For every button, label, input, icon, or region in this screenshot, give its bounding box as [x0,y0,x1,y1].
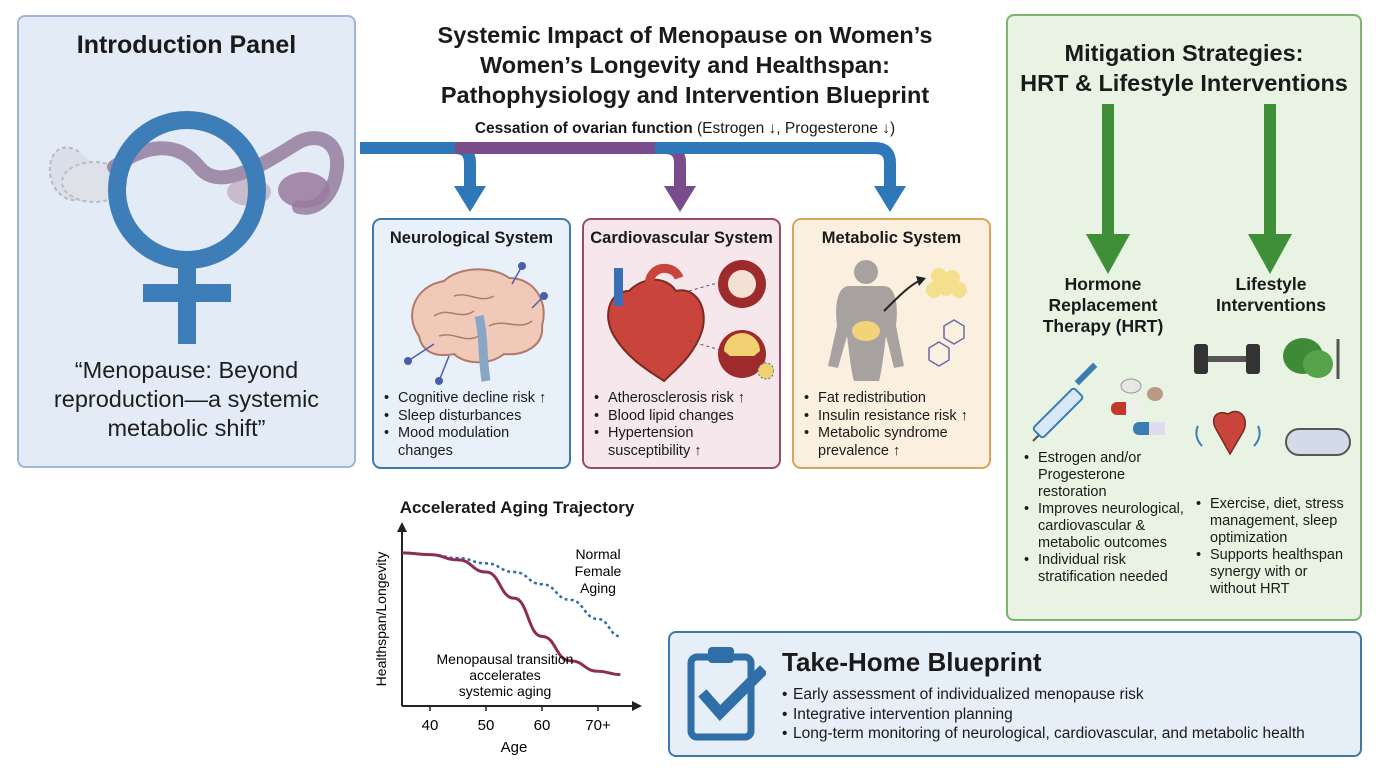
lifestyle-title: Lifestyle Interventions [1196,274,1346,316]
green-arrows [1086,104,1292,274]
list-item: Blood lipid changes [594,408,773,426]
normal-aging-label: Normal [575,546,620,562]
quote-line-2: reproduction—a systemic [53,386,320,412]
y-axis-arrow-icon [397,522,407,532]
list-item: Fat redistribution [804,390,983,408]
neuro-title: Neurological System [389,229,554,247]
blueprint-title: Take-Home Blueprint [782,647,1042,677]
arrow-head-cardio [664,186,696,212]
neuro-effects-list: Cognitive decline risk ↑ Sleep disturban… [384,390,563,460]
lifestyle-title-line-1: Lifestyle [1235,274,1307,294]
x-axis-label: Age [501,739,528,756]
intro-title: Introduction Panel [76,31,297,59]
main-title: Systemic Impact of Menopause on Women’s … [370,20,1000,110]
cessation-hormones: (Estrogen ↓, Progesterone ↓) [692,120,896,137]
list-item: Insulin resistance risk ↑ [804,408,983,426]
metab-title: Metabolic System [821,229,962,247]
arrow-down-icon [1086,234,1130,274]
list-item: Exercise, diet, stress management, sleep… [1196,496,1356,547]
body-fat-icon [828,260,967,381]
list-item: Individual risk stratification needed [1024,552,1184,586]
list-item: Long-term monitoring of neurological, ca… [782,724,1305,744]
introduction-panel: Introduction Panel “Menopause: Beyond re… [17,15,356,468]
mitigation-title-line-2: HRT & Lifestyle Interventions [1020,70,1348,96]
arrow-head-neuro [454,186,486,212]
x-axis-arrow-icon [632,701,642,711]
syringe-pills-icon [1032,362,1165,442]
accelerated-aging-label: accelerates [469,667,541,683]
mitigation-title-line-1: Mitigation Strategies: [1064,40,1304,66]
list-item: Integrative intervention planning [782,705,1305,725]
dumbbell-spinach-icon [1194,338,1351,456]
list-item: Early assessment of individualized menop… [782,685,1305,705]
hrt-title-line-3: Therapy (HRT) [1042,316,1164,336]
y-axis-label: Healthspan/Longevity [373,552,389,687]
mitigation-panel: Mitigation Strategies: HRT & Lifestyle I… [1006,14,1362,621]
arrow-down-icon [1248,234,1292,274]
x-tick-label: 70+ [585,717,611,734]
normal-aging-label: Aging [580,580,616,596]
list-item: Sleep disturbances [384,408,563,426]
x-tick-label: 50 [478,717,495,734]
list-item: Atherosclerosis risk ↑ [594,390,773,408]
metab-effects-list: Fat redistribution Insulin resistance ri… [804,390,983,460]
x-tick-label: 40 [422,717,439,734]
list-item: Mood modulation changes [384,425,563,460]
metabolic-system-card: Metabolic System Fat redistribution Insu… [792,218,991,469]
heart-icon [1212,410,1247,456]
brain-icon [404,262,548,385]
take-home-blueprint-panel: Take-Home Blueprint Early assessment of … [668,631,1362,757]
flow-arrows [360,142,906,212]
hrt-benefits-list: Estrogen and/or Progesterone restoration… [1024,450,1184,586]
aging-trajectory-chart: 40 50 60 70+ Age Healthspan/Longevity NormalFe… [373,522,642,756]
venus-uterus-illustration [48,111,345,344]
hrt-title-line-1: Hormone [1064,274,1142,294]
cessation-label: Cessation of ovarian function (Estrogen … [370,120,1000,138]
title-line-3: Pathophysiology and Intervention Bluepri… [440,82,930,108]
normal-aging-label: Female [575,563,622,579]
clipboard-check-icon [687,647,766,741]
lifestyle-benefits-list: Exercise, diet, stress management, sleep… [1196,496,1356,598]
sleep-mask-icon [1285,428,1351,456]
hrt-title: Hormone Replacement Therapy (HRT) [1028,274,1178,337]
cardiovascular-system-card: Cardiovascular System Atherosclerosis ri… [582,218,781,469]
cessation-bold: Cessation of ovarian function [474,120,693,137]
list-item: Cognitive decline risk ↑ [384,390,563,408]
hrt-title-line-2: Replacement [1048,295,1158,315]
list-item: Supports healthspan synergy with or with… [1196,547,1356,598]
lifestyle-title-line-2: Interventions [1216,295,1326,315]
list-item: Estrogen and/or Progesterone restoration [1024,450,1184,501]
mitigation-title: Mitigation Strategies: HRT & Lifestyle I… [1008,38,1360,98]
list-item: Hypertension susceptibility ↑ [594,425,773,460]
quote-line-1: “Menopause: Beyond [74,357,299,383]
neurological-system-card: Neurological System Cognitive decline ri… [372,218,571,469]
blueprint-list: Early assessment of individualized menop… [782,685,1305,744]
accelerated-aging-label: systemic aging [459,683,552,699]
intro-quote: “Menopause: Beyond reproduction—a system… [19,356,354,443]
list-item: Improves neurological, cardiovascular & … [1024,501,1184,552]
cardio-title: Cardiovascular System [590,229,773,247]
title-line-1: Systemic Impact of Menopause on Women’s [437,22,933,48]
accelerated-aging-series-line [401,551,621,677]
cardio-effects-list: Atherosclerosis risk ↑ Blood lipid chang… [594,390,773,460]
accelerated-aging-label: Menopausal transition [437,651,574,667]
heart-artery-icon [607,260,774,383]
chart-title: Accelerated Aging Trajectory [399,498,635,517]
quote-line-3: metabolic shift” [107,415,266,441]
list-item: Metabolic syndrome prevalence ↑ [804,425,983,460]
x-tick-label: 60 [534,717,551,734]
arrow-head-metab [874,186,906,212]
title-line-2: Women’s Longevity and Healthspan: [480,52,890,78]
